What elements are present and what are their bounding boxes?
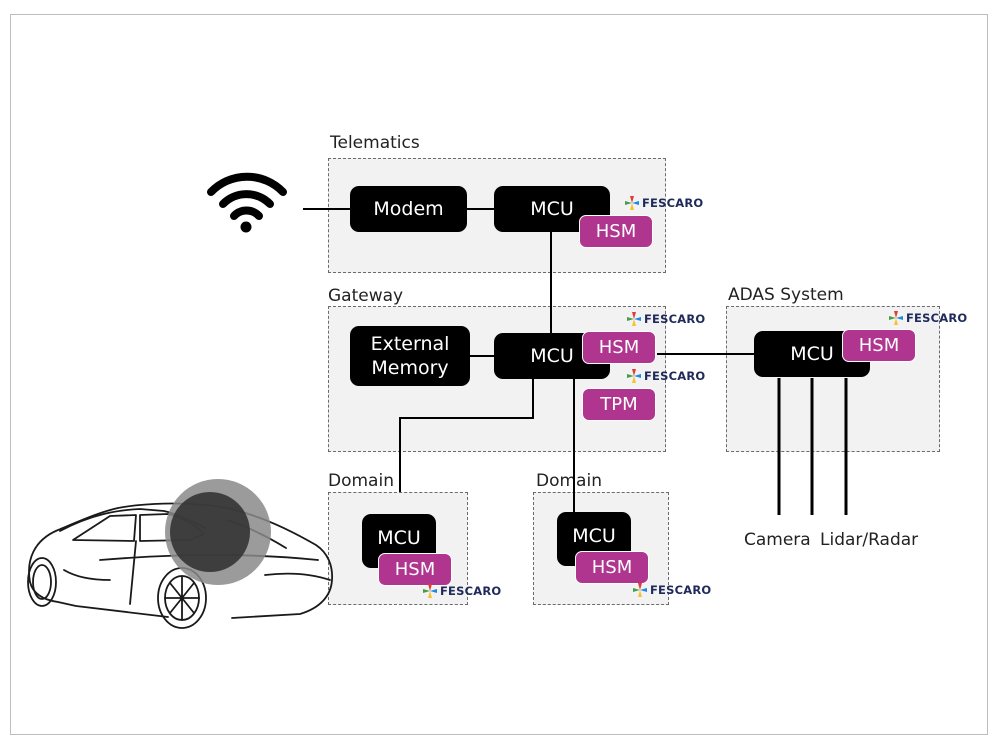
fescaro-wordmark: FESCARO [650,583,712,597]
telematics-title: Telematics [330,133,420,153]
lidar-radar-label: Lidar/Radar [820,530,919,550]
fescaro-logo: FESCARO [626,368,705,384]
fescaro-wordmark: FESCARO [440,584,502,598]
fescaro-wordmark: FESCARO [644,369,706,383]
fescaro-mark-icon [423,584,437,598]
wifi-icon [207,172,287,220]
fescaro-logo: FESCARO [422,583,501,599]
fescaro-mark-icon [889,311,903,325]
fescaro-wordmark: FESCARO [642,196,704,210]
gateway-tpm-chip: TPM [582,388,656,421]
domain-left-hsm-chip: HSM [378,553,452,586]
gateway-hsm-chip: HSM [582,331,656,364]
external-memory-block: External Memory [350,326,470,386]
fescaro-mark-icon [627,312,641,326]
outer-frame [10,14,988,735]
fescaro-mark-icon [633,583,647,597]
camera-label: Camera [744,530,811,550]
fescaro-logo: FESCARO [632,582,711,598]
domain-right-title: Domain [536,471,602,491]
domain-left-title: Domain [328,471,394,491]
adas-hsm-chip: HSM [842,329,916,362]
wifi-dot-icon [240,221,252,233]
adas-title: ADAS System [728,285,844,305]
fescaro-wordmark: FESCARO [906,311,968,325]
gateway-title: Gateway [328,286,404,306]
gateway-domain-left-link [399,379,534,492]
fescaro-logo: FESCARO [624,195,703,211]
modem-block: Modem [350,186,467,232]
fescaro-wordmark: FESCARO [644,312,706,326]
fescaro-logo: FESCARO [888,310,967,326]
fescaro-mark-icon [625,196,639,210]
fescaro-logo: FESCARO [626,311,705,327]
highlight-inner-circle [170,492,250,572]
domain-right-hsm-chip: HSM [575,551,649,584]
telematics-hsm-chip: HSM [579,215,653,248]
fescaro-mark-icon [627,369,641,383]
